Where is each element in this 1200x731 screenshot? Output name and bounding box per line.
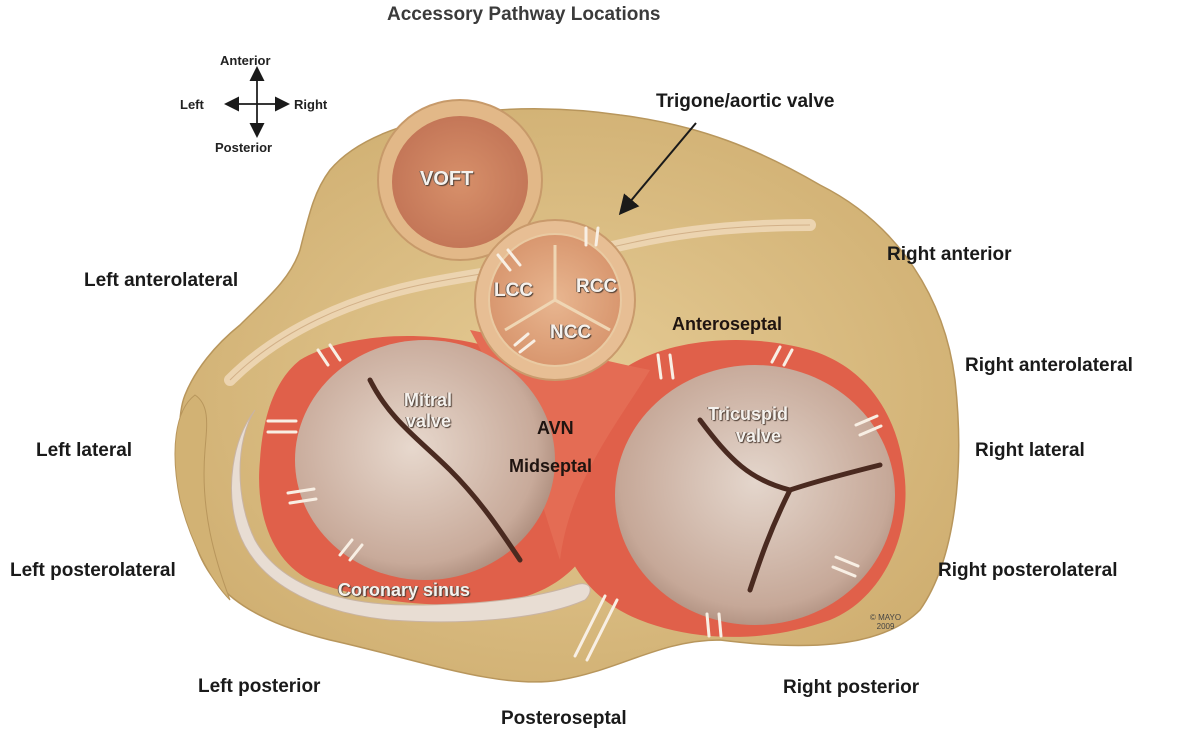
label-right-posterior: Right posterior bbox=[783, 677, 920, 698]
aortic-commissures bbox=[504, 245, 611, 332]
marker-left-anterolateral bbox=[316, 343, 342, 367]
label-voft: VOFT bbox=[420, 168, 474, 190]
label-ncc: NCC bbox=[550, 322, 592, 343]
pathway-markers bbox=[266, 226, 883, 662]
copyright-notice: © MAYO 2009 bbox=[870, 613, 901, 631]
trigone-pointer-arrow bbox=[618, 122, 697, 216]
tricuspid-coaptation-line bbox=[697, 417, 883, 593]
label-right-lateral: Right lateral bbox=[975, 440, 1085, 461]
label-left-posterolateral: Left posterolateral bbox=[10, 560, 176, 581]
trigone-aortic-valve-label: Trigone/aortic valve bbox=[656, 91, 835, 112]
marker-lcc bbox=[496, 248, 522, 272]
compass-left: Left bbox=[180, 97, 204, 112]
coronary-sinus bbox=[231, 409, 591, 623]
mitral-coaptation-line bbox=[367, 377, 523, 563]
copyright-line2: 2009 bbox=[876, 622, 895, 631]
copyright-line1: © MAYO bbox=[870, 613, 902, 622]
label-mitral-valve-line1: Mitral bbox=[404, 390, 453, 410]
marker-right-anterolateral bbox=[770, 345, 794, 367]
label-rcc: RCC bbox=[576, 276, 618, 297]
label-lcc: LCC bbox=[494, 280, 534, 301]
label-avn: AVN bbox=[537, 418, 574, 438]
label-posteroseptal: Posteroseptal bbox=[501, 708, 627, 729]
label-coronary-sinus: Coronary sinus bbox=[338, 580, 471, 600]
label-left-posterior: Left posterior bbox=[198, 676, 321, 697]
label-tricuspid-valve-line2: valve bbox=[736, 426, 782, 446]
marker-left-posterolateral-1 bbox=[286, 487, 318, 505]
label-right-anterolateral: Right anterolateral bbox=[965, 355, 1133, 376]
marker-trigone bbox=[584, 226, 600, 247]
label-right-posterolateral: Right posterolateral bbox=[938, 560, 1118, 581]
label-anteroseptal: Anteroseptal bbox=[672, 314, 783, 334]
label-midseptal: Midseptal bbox=[509, 456, 593, 476]
diagram-title: Accessory Pathway Locations bbox=[387, 4, 661, 25]
myocardium-left-bulge bbox=[174, 394, 231, 601]
compass-posterior: Posterior bbox=[215, 140, 273, 155]
marker-ncc bbox=[513, 332, 536, 354]
label-left-anterolateral: Left anterolateral bbox=[84, 270, 239, 291]
label-left-lateral: Left lateral bbox=[36, 440, 133, 461]
label-tricuspid-valve-line1: Tricuspid bbox=[708, 404, 789, 424]
marker-left-posterolateral-2 bbox=[338, 538, 364, 562]
label-right-anterior: Right anterior bbox=[887, 244, 1012, 265]
marker-left-lateral bbox=[266, 419, 298, 434]
tricuspid-valve bbox=[615, 365, 895, 625]
compass-right: Right bbox=[294, 97, 328, 112]
label-mitral-valve-line2: valve bbox=[406, 411, 452, 431]
compass-anterior: Anterior bbox=[220, 53, 271, 68]
marker-right-posterior bbox=[705, 612, 723, 638]
orientation-compass bbox=[224, 66, 290, 138]
marker-anteroseptal bbox=[656, 353, 675, 380]
marker-right-posterolateral bbox=[831, 555, 860, 578]
marker-posteroseptal bbox=[573, 594, 619, 662]
voft-lumen bbox=[392, 116, 528, 248]
marker-right-lateral bbox=[854, 414, 883, 437]
